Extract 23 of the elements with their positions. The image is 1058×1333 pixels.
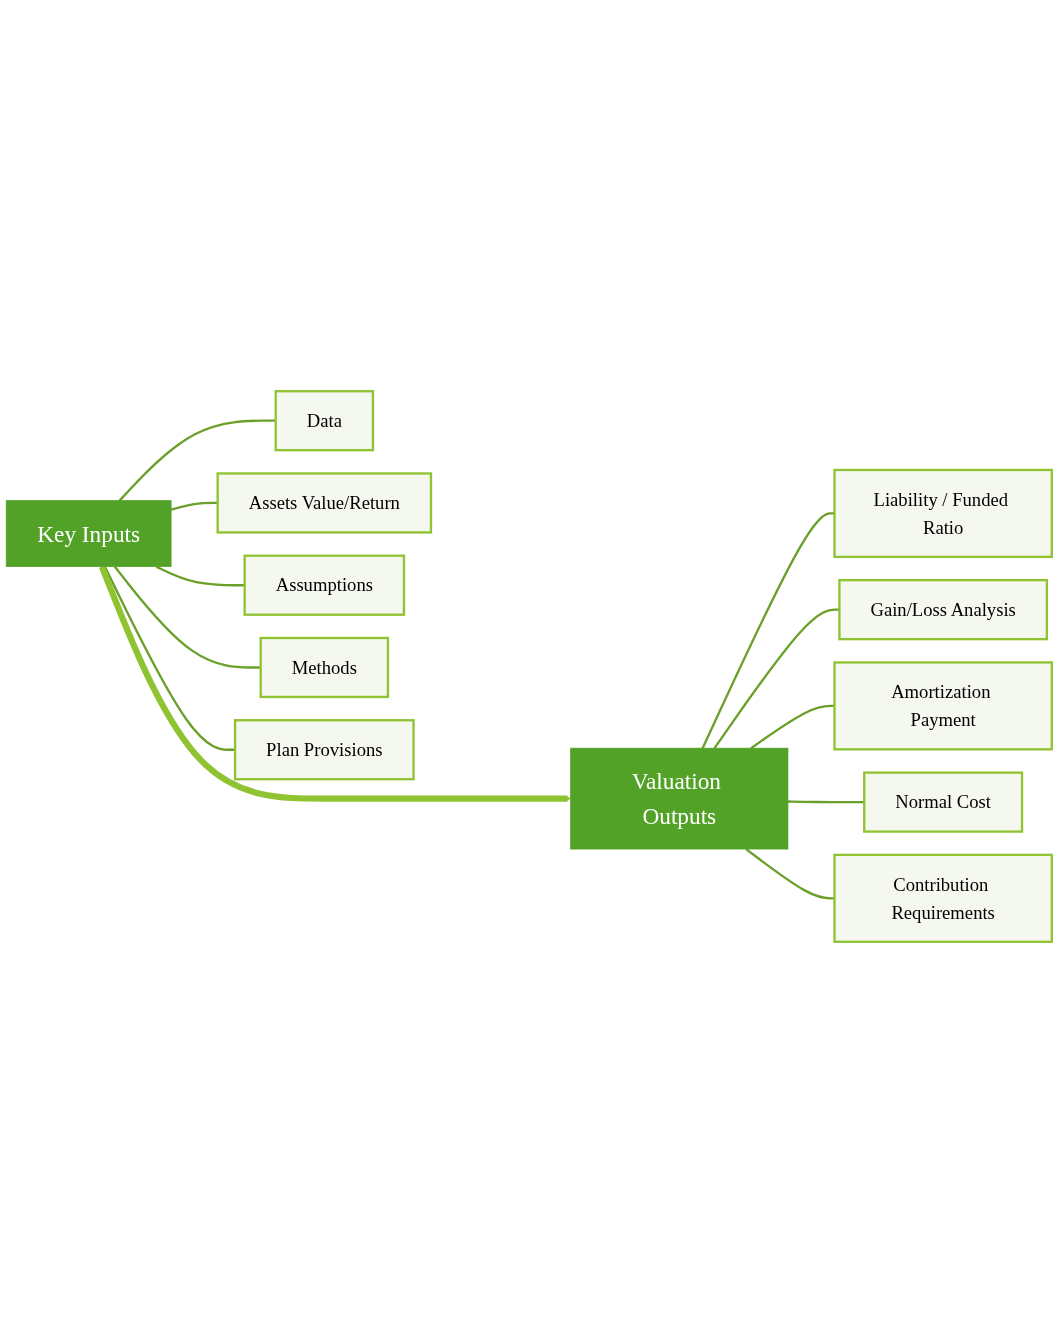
connector — [787, 800, 865, 804]
connector — [745, 848, 835, 900]
node-box: Amortization Payment — [833, 661, 1053, 751]
connector — [103, 566, 236, 751]
node-box: Plan Provisions — [233, 719, 415, 781]
node-box: Contribution Requirements — [833, 853, 1053, 943]
node-box: Assumptions — [243, 554, 406, 616]
connector — [113, 565, 261, 669]
node-box: Valuation Outputs — [570, 747, 789, 850]
node-box: Data — [274, 390, 375, 452]
node-box: Assets Value/Return — [216, 472, 433, 534]
node-box: Normal Cost — [863, 771, 1024, 833]
connector — [713, 608, 840, 749]
node-box: Gain/Loss Analysis — [838, 579, 1049, 641]
connector — [155, 565, 245, 587]
node-box: Methods — [259, 636, 390, 699]
connector — [118, 419, 276, 502]
arrow — [98, 565, 571, 803]
node-box: Liability / Funded Ratio — [833, 468, 1053, 559]
node-box: Key Inputs — [5, 500, 172, 567]
connector — [750, 704, 835, 750]
connector — [170, 501, 218, 511]
connector — [701, 512, 835, 749]
